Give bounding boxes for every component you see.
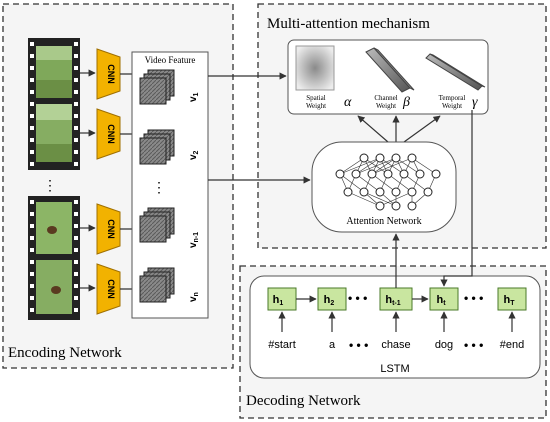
spatial-weight-map xyxy=(295,45,335,91)
feature-label-v1: v1 xyxy=(188,92,200,102)
feature-stack-4 xyxy=(139,267,175,303)
word-ellipsis-2: • • • xyxy=(464,338,483,352)
decoding-network-title: Decoding Network xyxy=(246,393,361,409)
word-start: #start xyxy=(268,339,296,351)
svg-text:vn: vn xyxy=(188,292,200,302)
temporal-weight-label-2: Weight xyxy=(442,102,462,110)
temporal-weight-label-1: Temporal xyxy=(439,94,466,102)
attention-network-box: Attention Network xyxy=(311,141,457,233)
cnn-block-2: CNN xyxy=(96,108,121,160)
frame-to-cnn-arrows xyxy=(80,69,96,292)
cnn-block-1: CNN xyxy=(96,48,121,100)
network-to-weights-arrows xyxy=(357,115,441,143)
word-chase: chase xyxy=(381,339,410,351)
feature-stack-1 xyxy=(139,69,175,105)
attention-weights-box: Spatial Weight α Channel Weight β Tempor… xyxy=(287,39,489,115)
spatial-weight-symbol: α xyxy=(344,95,352,110)
multi-attention-title: Multi-attention mechanism xyxy=(267,16,430,32)
svg-text:CNN: CNN xyxy=(106,279,116,299)
lstm-ellipsis-2: • • • xyxy=(464,291,483,305)
feature-label-v2: v2 xyxy=(188,150,200,160)
word-dog: dog xyxy=(435,339,453,351)
word-end: #end xyxy=(500,339,524,351)
word-a: a xyxy=(329,339,336,351)
temporal-weight-to-ht-arrow xyxy=(440,110,473,287)
svg-text:CNN: CNN xyxy=(106,64,116,84)
svg-text:h1: h1 xyxy=(273,294,284,307)
channel-weight-bar xyxy=(365,47,415,93)
feature-ellipsis: ⋮ xyxy=(152,179,166,195)
svg-text:h2: h2 xyxy=(324,294,335,307)
channel-weight-label-1: Channel xyxy=(374,94,397,102)
feature-to-attention-arrows xyxy=(208,72,311,184)
svg-text:v1: v1 xyxy=(188,92,200,102)
video-feature-title: Video Feature xyxy=(145,55,196,65)
word-ellipsis: • • • xyxy=(349,338,368,352)
svg-text:hT: hT xyxy=(503,294,515,307)
hidden-cell-hT: hT xyxy=(497,287,527,311)
feature-label-vn: vn xyxy=(188,292,200,302)
svg-text:v2: v2 xyxy=(188,150,200,160)
svg-text:CNN: CNN xyxy=(106,124,116,144)
svg-text:ht: ht xyxy=(436,294,446,307)
temporal-weight-symbol: γ xyxy=(472,95,478,110)
cnn-block-3: CNN xyxy=(96,203,121,255)
ellipsis-vertical: ⋮ xyxy=(43,177,57,193)
feature-stack-3 xyxy=(139,207,175,243)
lstm-label: LSTM xyxy=(380,363,409,375)
spatial-weight-label-1: Spatial xyxy=(306,94,325,102)
word-input-arrows xyxy=(278,311,516,332)
hidden-cell-h2: h2 xyxy=(317,287,347,311)
spatial-weight-label-2: Weight xyxy=(306,102,326,110)
svg-text:ht-1: ht-1 xyxy=(385,294,400,307)
attention-network-label: Attention Network xyxy=(346,216,421,227)
cnn-block-4: CNN xyxy=(96,263,121,315)
feature-stack-2 xyxy=(139,129,175,165)
encoding-network-title: Encoding Network xyxy=(8,345,122,361)
hidden-cell-h1: h1 xyxy=(267,287,297,311)
film-strip-bottom xyxy=(28,196,80,320)
hidden-cell-ht-1: ht-1 xyxy=(379,287,413,311)
channel-weight-symbol: β xyxy=(402,95,410,110)
lstm-ellipsis-1: • • • xyxy=(348,291,367,305)
svg-text:CNN: CNN xyxy=(106,219,116,239)
film-strip-top xyxy=(28,38,80,170)
channel-weight-label-2: Weight xyxy=(376,102,396,110)
hidden-cell-ht: ht xyxy=(429,287,459,311)
temporal-weight-bar xyxy=(425,53,486,91)
